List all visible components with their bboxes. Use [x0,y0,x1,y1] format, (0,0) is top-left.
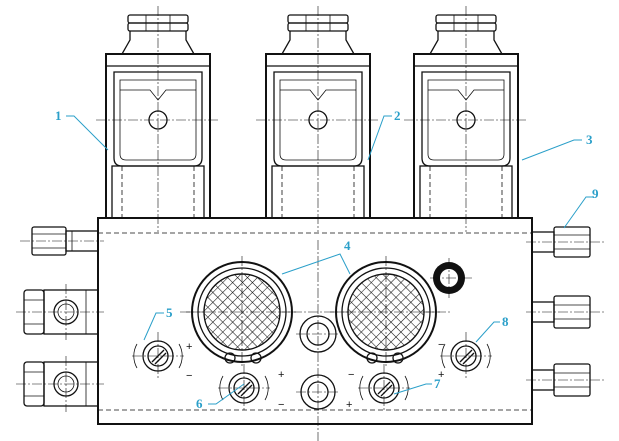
hex-fitting-icon [526,295,604,329]
hex-fitting-icon [16,356,104,412]
hex-fitting-icon [526,363,604,397]
callout-8: 8 [502,314,509,329]
plus-sign: + [278,369,284,381]
minus-sign: − [186,370,192,382]
solenoid-coil-icon [256,6,380,232]
solenoid-coil-icon [96,6,220,232]
minus-sign: − [348,369,354,381]
hex-fitting-icon [526,226,604,258]
solenoid-row [96,6,528,232]
port-right [330,256,442,368]
callout-9: 9 [592,186,599,201]
solenoid-coil-icon [404,6,528,232]
plus-sign: + [186,341,192,353]
center-plug-top [296,315,340,353]
adjustment-screw-icon [358,364,410,412]
center-plug-bottom [296,374,340,410]
plus-sign: + [438,369,444,381]
callout-5: 5 [166,305,173,320]
port-left [186,256,298,368]
callout-6: 6 [196,396,203,411]
adjustment-screw-icon [440,332,492,380]
leader-lines [66,115,594,405]
callout-3: 3 [586,132,593,147]
adjustment-screw-icon [132,332,184,380]
left-fittings [16,226,104,412]
adjustment-screws [132,332,492,412]
hex-fitting-icon [16,284,104,340]
callout-labels: 1 2 3 4 5 6 7 8 9 [55,108,599,411]
valve-body [97,217,533,425]
minus-sign: − [438,339,444,351]
black-ring-marker-icon [430,258,472,298]
hex-fitting-icon [20,226,104,256]
callout-1: 1 [55,108,62,123]
plus-sign: + [346,399,352,411]
rotation-signs: + − + − − + − + [186,339,444,411]
callout-7: 7 [434,376,441,391]
minus-sign: − [278,399,284,411]
callout-2: 2 [394,108,401,123]
right-fittings [526,226,604,397]
adjustment-screw-icon [218,364,270,412]
callout-4: 4 [344,238,351,253]
